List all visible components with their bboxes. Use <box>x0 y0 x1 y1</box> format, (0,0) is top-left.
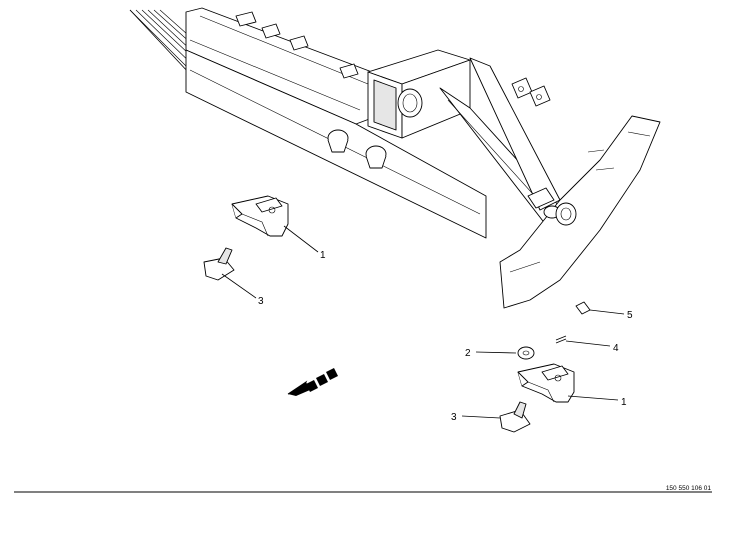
dashed-arrow-left-down-icon <box>287 368 338 396</box>
callout-4: 4 <box>613 343 619 354</box>
mounting-plate <box>499 115 661 309</box>
callout-1-upper: 1 <box>320 250 326 261</box>
part-2-washer: 2 <box>465 346 535 360</box>
part-1-upper-hinge-block: 1 <box>231 195 326 261</box>
document-number: 150 550 106 01 <box>666 485 712 492</box>
plate-fastener <box>527 187 577 226</box>
callout-2: 2 <box>465 348 471 359</box>
part-5-nut: 5 <box>575 301 633 321</box>
part-4-pin: 4 <box>555 335 619 354</box>
part-3-lower-knob: 3 <box>451 401 531 433</box>
callout-1-lower: 1 <box>621 397 627 408</box>
beam-fasteners <box>327 129 387 169</box>
callout-3-upper: 3 <box>258 296 264 307</box>
part-3-upper-knob: 3 <box>203 247 264 307</box>
frame-assembly <box>129 7 661 309</box>
square-tube <box>367 49 471 139</box>
callout-3-lower: 3 <box>451 412 457 423</box>
part-1-lower-hinge-block: 1 <box>517 363 627 408</box>
callout-5: 5 <box>627 310 633 321</box>
